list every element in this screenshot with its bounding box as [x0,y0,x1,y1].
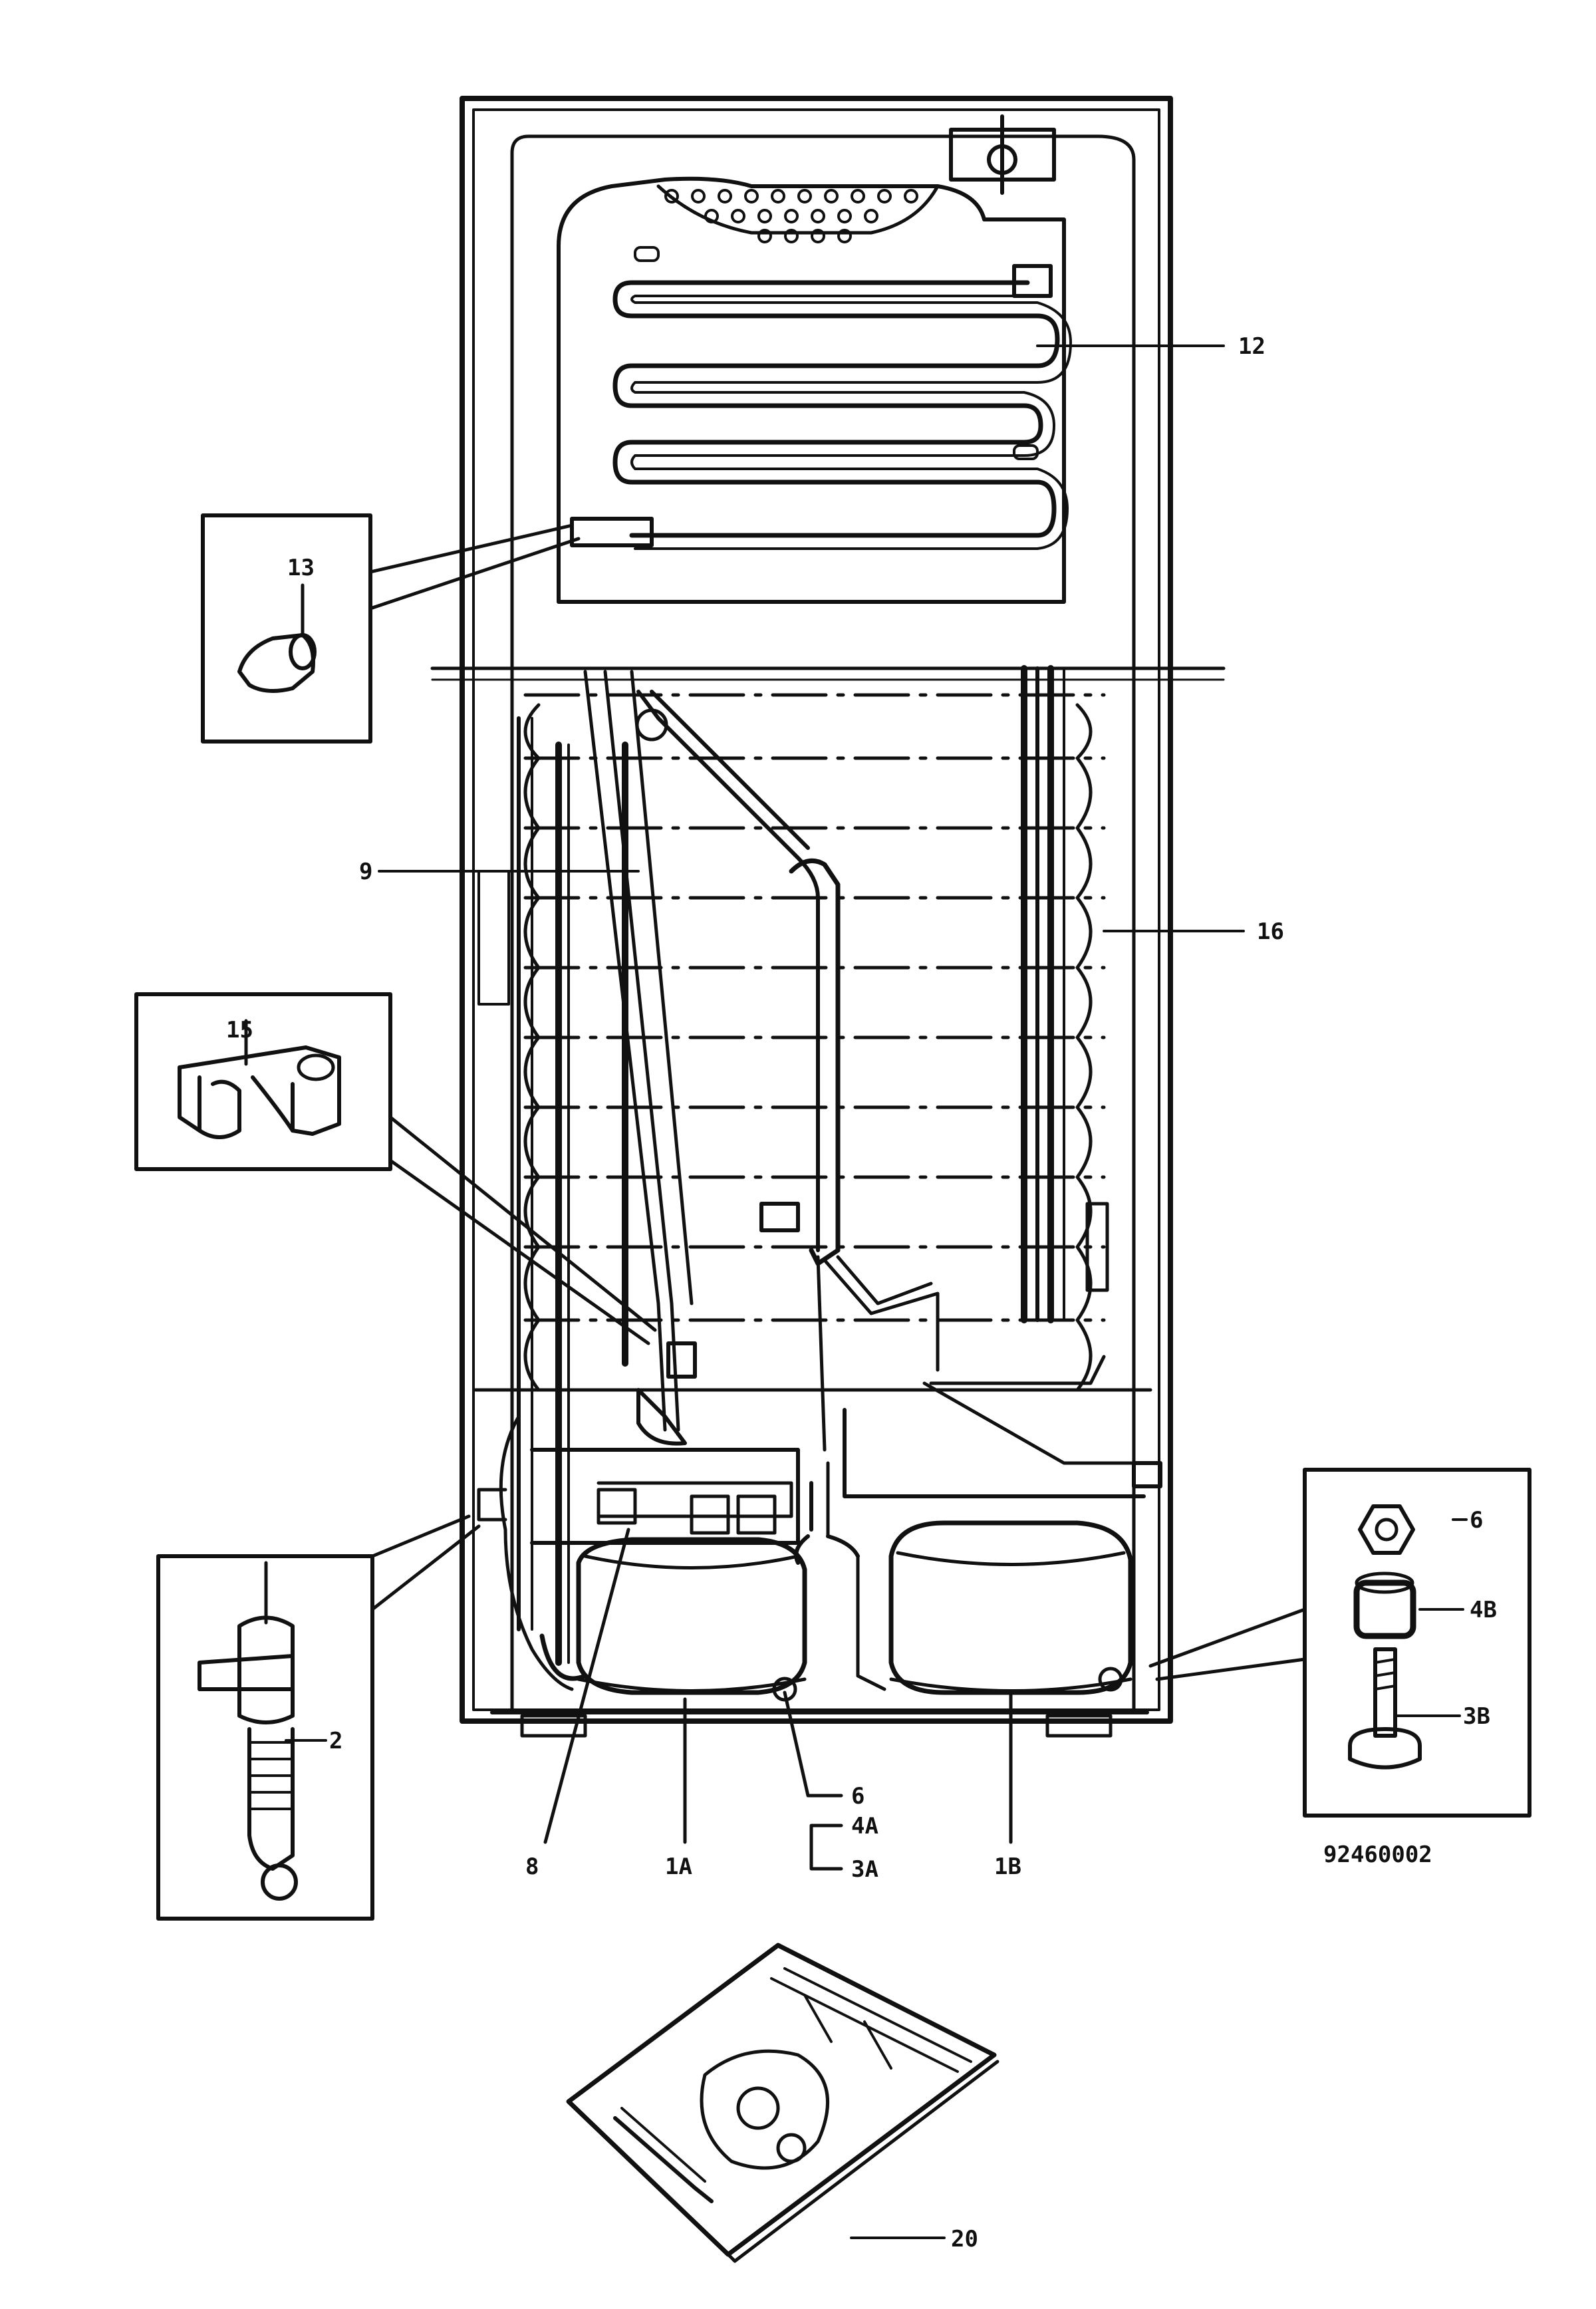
inset-part-2 [156,1514,481,1921]
label-part-12: 12 [1238,333,1265,360]
instruction-manual [566,1943,999,2263]
label-part-15: 15 [226,1017,253,1043]
freezer-evaporator-panel [557,114,1072,604]
label-part-13: 13 [287,555,315,581]
compressor-1a [576,1537,807,1695]
label-part-1b: 1B [994,1853,1021,1880]
fridge-section [477,665,1109,1666]
inset-part-15 [134,992,657,1345]
thermostat-bracket [949,114,1056,195]
part-labels: 12 13 9 16 15 6 4B 3B 2 8 1A 6 4A 3A 1B … [226,333,1497,2252]
label-part-4b: 4B [1470,1597,1497,1623]
label-part-2: 2 [329,1728,342,1754]
label-part-3b: 3B [1463,1703,1490,1730]
label-part-1a: 1A [665,1853,692,1880]
label-part-4a: 4A [851,1813,878,1839]
label-part-16: 16 [1257,918,1284,945]
drawing-number: 92460002 [1323,1841,1432,1868]
inset-part-13 [201,513,581,744]
dash-dot-shelf-lines [523,693,1106,1322]
compressor-1b [856,1520,1133,1695]
compressor-area [473,1381,1162,1702]
serpentine-coil [612,264,1072,550]
leader-lines [285,344,1468,2239]
label-part-20: 20 [951,2226,978,2252]
inset-parts-6-4b-3b [1148,1468,1531,1818]
label-part-3a: 3A [851,1856,878,1883]
label-part-8: 8 [525,1853,539,1880]
label-part-9: 9 [359,859,372,885]
vent-holes [664,189,918,243]
cabinet-frame [430,96,1226,1738]
label-part-6-lower: 6 [851,1783,864,1810]
label-part-6: 6 [1470,1507,1483,1534]
